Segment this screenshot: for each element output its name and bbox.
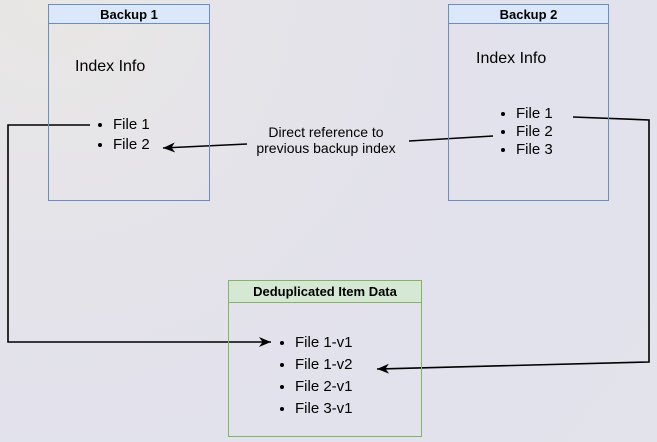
list-item: File 1-v2 [295,354,353,376]
list-item: File 2 [516,123,553,141]
list-item: File 1-v1 [295,332,353,354]
backup1-header: Backup 1 [49,5,209,24]
backup2-box: Backup 2 Index Info File 1 File 2 File 3 [448,4,609,201]
backup2-header: Backup 2 [449,5,608,24]
list-item: File 2-v1 [295,376,353,398]
backup1-index-info-label: Index Info [75,58,146,75]
annotation-line1: Direct reference to [268,124,384,140]
annotation-line2: previous backup index [256,140,396,156]
list-item: File 1 [516,105,553,123]
list-item: File 3 [516,141,553,159]
direct-reference-annotation: Direct reference to previous backup inde… [238,124,414,156]
list-item: File 3-v1 [295,398,353,420]
dedup-header: Deduplicated Item Data [229,281,421,303]
dedup-file-list: File 1-v1 File 1-v2 File 2-v1 File 3-v1 [271,332,353,420]
backup1-file-list: File 1 File 2 [89,115,150,155]
deduplicated-item-data-box: Deduplicated Item Data File 1-v1 File 1-… [228,280,422,437]
list-item: File 1 [113,115,150,135]
list-item: File 2 [113,135,150,155]
backup2-index-info-label: Index Info [476,50,547,67]
backup1-box: Backup 1 Index Info File 1 File 2 [48,4,210,201]
backup2-file-list: File 1 File 2 File 3 [492,105,553,159]
